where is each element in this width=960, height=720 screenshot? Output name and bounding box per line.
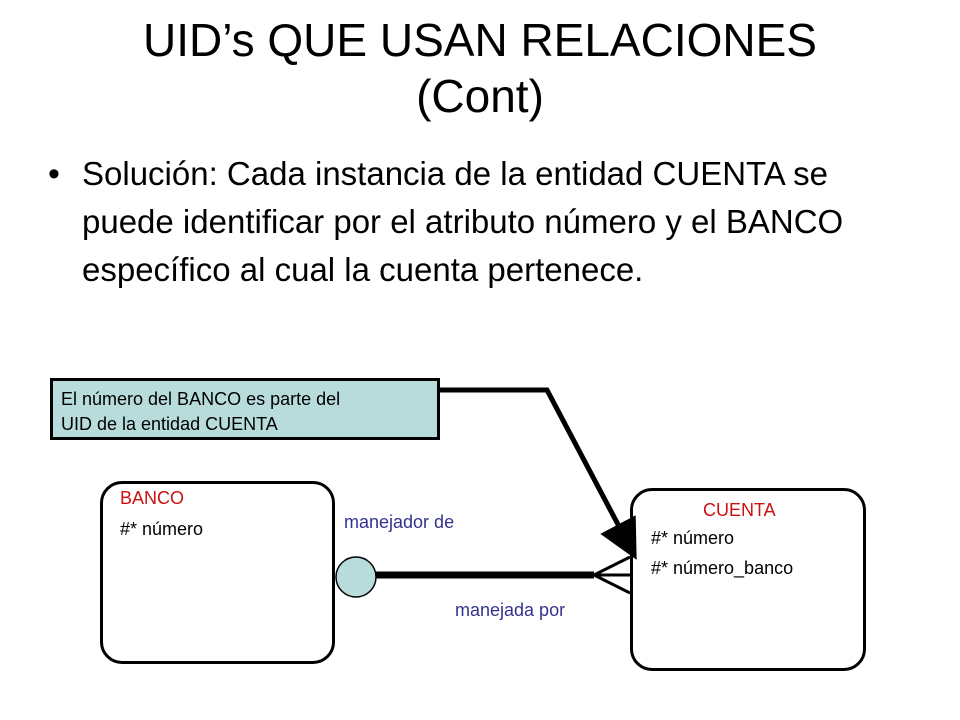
note-pointer-arrow (440, 387, 637, 560)
entity-banco-attr-numero: #* número (120, 519, 204, 539)
entity-cuenta[interactable]: CUENTA #* número #* número_banco (630, 488, 866, 671)
bullet-dot-icon: • (48, 155, 60, 193)
entity-cuenta-attr-numero-banco: #* número_banco (651, 558, 794, 578)
title-line-2: (Cont) (416, 70, 544, 122)
entity-banco[interactable]: BANCO #* número (100, 481, 335, 664)
note-line-1: El número del BANCO es parte del (61, 389, 341, 409)
bullet-text: Solución: Cada instancia de la entidad C… (82, 155, 844, 288)
uid-note-box: El número del BANCO es parte del UID de … (50, 378, 440, 440)
relationship-circle-icon (335, 556, 377, 598)
title-line-1: UID’s QUE USAN RELACIONES (143, 14, 817, 66)
entity-banco-name: BANCO (120, 488, 185, 508)
entity-cuenta-attr-numero: #* número (651, 528, 735, 548)
relationship-label-manejador: manejador de (344, 512, 455, 532)
slide-title: UID’s QUE USAN RELACIONES (Cont) (0, 12, 960, 124)
relationship-label-manejada: manejada por (455, 600, 566, 620)
crows-foot-icon (593, 555, 631, 595)
note-line-2: UID de la entidad CUENTA (61, 414, 278, 434)
entity-cuenta-name: CUENTA (703, 500, 776, 520)
